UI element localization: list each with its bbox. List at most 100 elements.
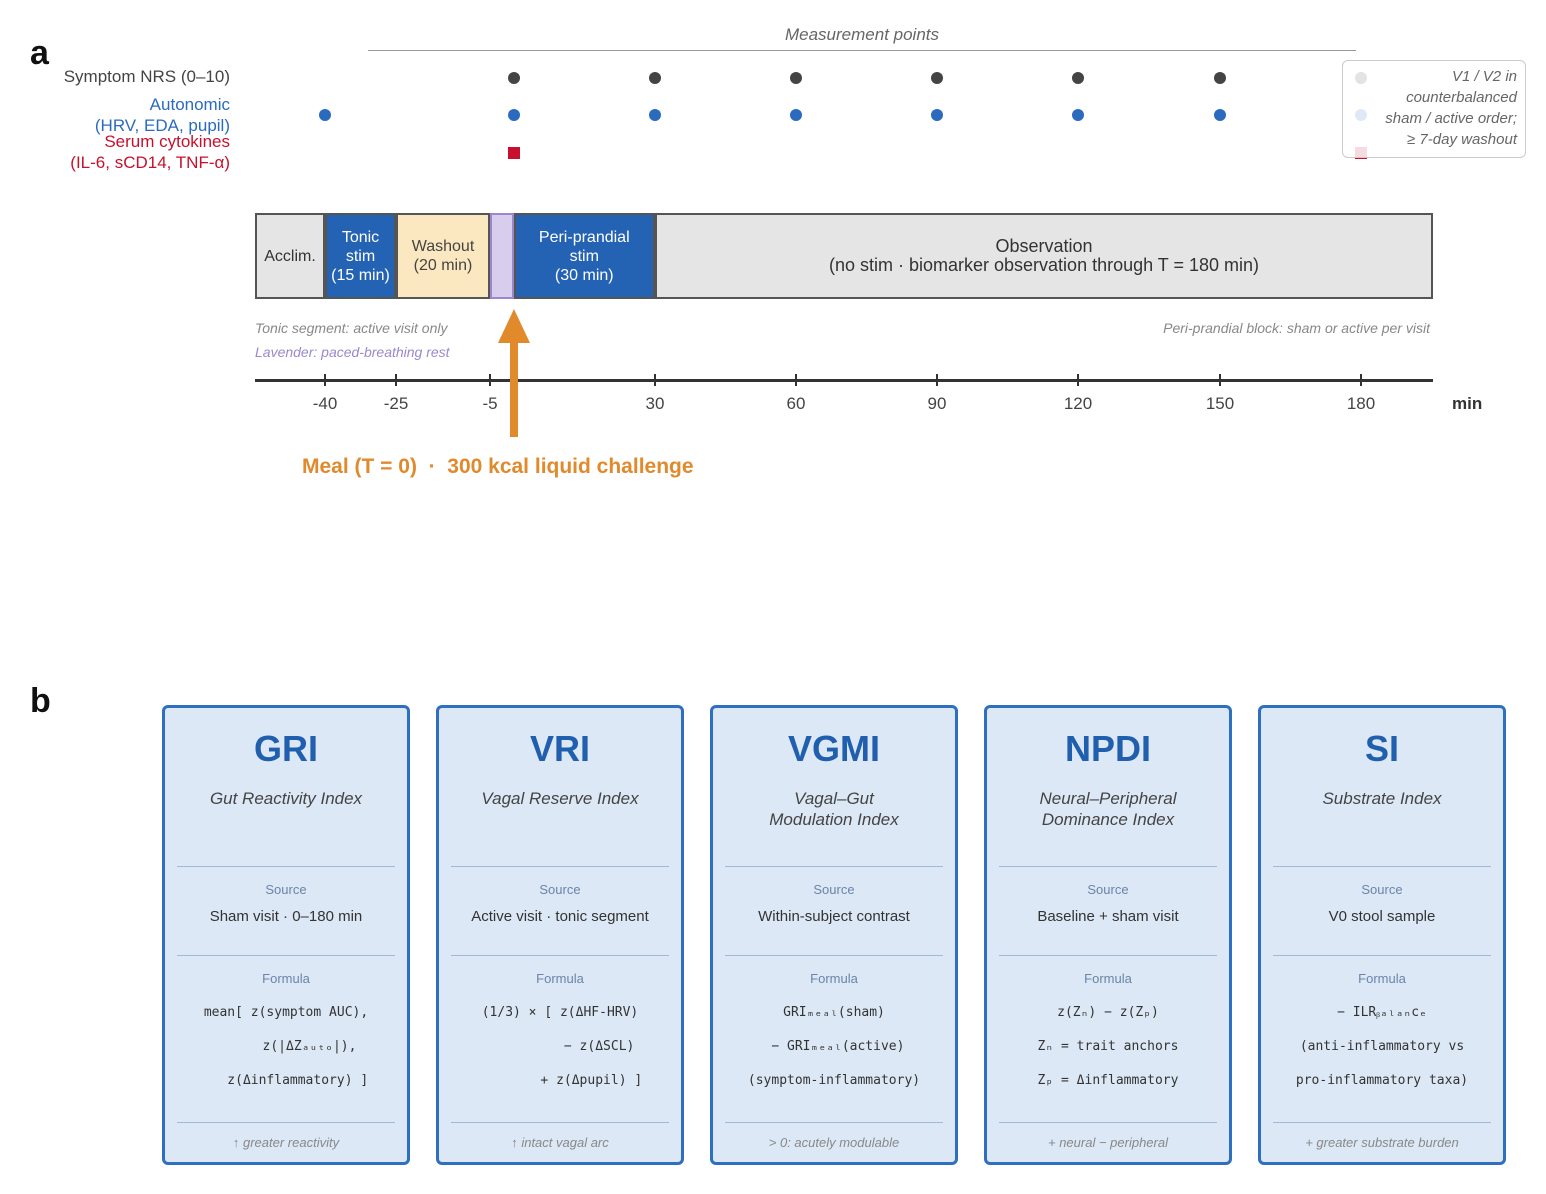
card-footer: > 0: acutely modulable <box>768 1135 900 1150</box>
timeline-segment: Acclim. <box>255 213 325 299</box>
row-label-cytokines: Serum cytokines (IL-6, sCD14, TNF-α) <box>70 132 230 172</box>
card-abbreviation: NPDI <box>1064 728 1151 769</box>
row-label-symptom: Symptom NRS (0–10) <box>63 67 230 86</box>
measurement-title-rule <box>368 50 1356 51</box>
meal-arrow-icon <box>498 309 530 437</box>
card-divider <box>725 866 943 867</box>
card-abbreviation: SI <box>1364 728 1399 769</box>
card-divider <box>451 1122 669 1123</box>
card-divider <box>999 1122 1217 1123</box>
card-full-name: Gut Reactivity Index <box>209 789 363 808</box>
card-formula-header: Formula <box>1084 971 1132 986</box>
card-divider <box>451 866 669 867</box>
timeline-segment: Observation (no stim · biomarker observa… <box>655 213 1433 299</box>
card-divider <box>177 866 395 867</box>
card-full-name: Substrate Index <box>1322 789 1442 808</box>
time-axis-unit: min <box>1452 394 1483 413</box>
autonomic-marker <box>1214 109 1226 121</box>
timeline-segment-label: Peri-prandial stim (30 min) <box>538 228 630 284</box>
card-divider <box>177 955 395 956</box>
card-divider <box>1273 955 1491 956</box>
card-source-header: Source <box>813 882 855 897</box>
tonic-note: Tonic segment: active visit only <box>255 320 448 336</box>
cytokines-marker <box>507 147 520 159</box>
symptom-marker <box>790 72 802 84</box>
card-footer: ↑ intact vagal arc <box>511 1135 609 1150</box>
axis-tick-label: 150 <box>1205 394 1235 413</box>
card-divider <box>999 866 1217 867</box>
autonomic-marker <box>1072 109 1084 121</box>
axis-tick-label: 120 <box>1063 394 1093 413</box>
axis-tick <box>324 374 326 386</box>
axis-tick <box>1219 374 1221 386</box>
card-full-name: Neural–Peripheral Dominance Index <box>1039 789 1177 829</box>
axis-tick <box>395 374 397 386</box>
panel-b-letter: b <box>30 682 51 720</box>
timeline-segment-label: Acclim. <box>264 247 316 265</box>
autonomic-marker <box>649 109 661 121</box>
symptom-marker <box>507 72 520 84</box>
card-divider <box>1273 866 1491 867</box>
card-formula-header: Formula <box>810 971 858 986</box>
card-full-name: Vagal–Gut Modulation Index <box>769 789 899 829</box>
timeline-segment-label: Washout (20 min) <box>411 238 475 274</box>
card-formula: mean[ z(symptom AUC), z(|ΔZₐᵤₜₒ|), z(Δin… <box>203 1005 369 1088</box>
axis-tick <box>1077 374 1079 386</box>
card-formula: − ILRᵦₐₗₐₙcₑ (anti-inflammatory vs pro-i… <box>1295 1005 1469 1088</box>
card-abbreviation: GRI <box>253 728 318 769</box>
autonomic-marker <box>319 109 331 121</box>
card-divider <box>1273 1122 1491 1123</box>
axis-tick <box>654 374 656 386</box>
row-label-autonomic: Autonomic (HRV, EDA, pupil) <box>94 95 230 135</box>
axis-tick-label: -5 <box>482 394 498 413</box>
lavender-note: Lavender: paced-breathing rest <box>255 344 450 360</box>
timeline-segment: Peri-prandial stim (30 min) <box>513 213 655 299</box>
card-source: V0 stool sample <box>1328 908 1436 925</box>
card-footer: + neural − peripheral <box>1048 1135 1168 1150</box>
card-source-header: Source <box>1361 882 1403 897</box>
axis-tick-label: 60 <box>786 394 806 413</box>
measurement-title: Measurement points <box>784 25 940 44</box>
symptom-marker <box>931 72 943 84</box>
axis-tick <box>1360 374 1362 386</box>
timeline-segment: Washout (20 min) <box>396 213 490 299</box>
periprandial-note: Peri-prandial block: sham or active per … <box>1163 320 1430 336</box>
panel-a-letter: a <box>30 34 49 72</box>
card-divider <box>725 1122 943 1123</box>
card-divider <box>999 955 1217 956</box>
timeline-segment-label: Tonic stim (15 min) <box>331 228 390 284</box>
axis-tick <box>795 374 797 386</box>
axis-tick-label: 180 <box>1346 394 1376 413</box>
timeline-segment-label: Observation (no stim · biomarker observa… <box>828 236 1260 275</box>
card-formula: GRIₘₑₐₗ(sham) − GRIₘₑₐₗ(active) (symptom… <box>747 1005 921 1088</box>
card-divider <box>725 955 943 956</box>
card-formula: (1/3) × [ z(ΔHF-HRV) − z(ΔSCL) + z(Δpupi… <box>481 1005 643 1088</box>
autonomic-marker <box>507 109 520 121</box>
meal-label: Meal (T = 0) · 300 kcal liquid challenge <box>302 455 694 478</box>
symptom-marker <box>1214 72 1226 84</box>
card-source-header: Source <box>1087 882 1129 897</box>
autonomic-marker <box>790 109 802 121</box>
axis-tick-label: -40 <box>312 394 338 413</box>
autonomic-marker <box>931 109 943 121</box>
axis-tick-label: -25 <box>383 394 409 413</box>
card-abbreviation: VRI <box>529 728 590 769</box>
timeline-segment <box>490 213 514 299</box>
card-abbreviation: VGMI <box>787 728 880 769</box>
card-footer: ↑ greater reactivity <box>232 1135 340 1150</box>
timeline-segment: Tonic stim (15 min) <box>325 213 396 299</box>
axis-tick-label: 30 <box>645 394 665 413</box>
card-source: Sham visit · 0–180 min <box>209 908 363 925</box>
card-formula-header: Formula <box>1358 971 1406 986</box>
card-formula: z(Zₙ) − z(Zₚ) Zₙ = trait anchors Zₚ = Δi… <box>1037 1005 1179 1088</box>
axis-tick <box>489 374 491 386</box>
card-source: Baseline + sham visit <box>1037 908 1179 925</box>
symptom-marker <box>649 72 661 84</box>
card-source-header: Source <box>265 882 307 897</box>
card-formula-header: Formula <box>262 971 310 986</box>
axis-tick <box>936 374 938 386</box>
